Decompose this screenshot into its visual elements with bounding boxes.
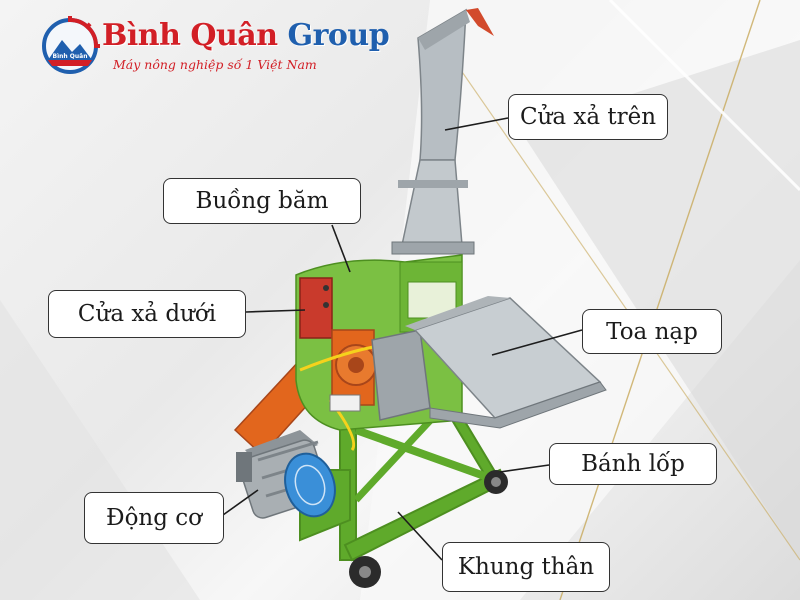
- upper-discharge-chute: [391, 8, 494, 255]
- label-feed-tray: Toa nạp: [582, 309, 722, 354]
- label-body-frame: Khung thân: [442, 542, 610, 592]
- label-outlet-top: Cửa xả trên: [508, 94, 668, 140]
- leader-feed-tray: [491, 329, 583, 356]
- brand-name-part2: Group: [287, 18, 390, 53]
- wheels: [349, 470, 508, 588]
- leader-tire-wheel: [499, 464, 550, 473]
- brand-mark-text: Bình Quân: [53, 53, 88, 60]
- brand-name-part1: Bình Quân: [102, 18, 278, 53]
- label-motor: Động cơ: [84, 492, 224, 544]
- label-chopping-chamber: Buồng băm: [163, 178, 361, 224]
- feed-tray: [371, 296, 607, 429]
- brand-name: Bình Quân Group: [102, 18, 390, 53]
- brand-logo: Bình Quân Bình Quân Group Máy nông nghiệ…: [40, 16, 390, 78]
- leader-outlet-bottom: [245, 309, 306, 313]
- motor: [236, 430, 336, 519]
- brand-logo-mark: Bình Quân: [42, 16, 100, 74]
- brand-tagline: Máy nông nghiệp số 1 Việt Nam: [113, 57, 317, 72]
- leader-chopping-chamber: [331, 224, 351, 273]
- leader-outlet-top: [444, 117, 509, 131]
- label-tire-wheel: Bánh lốp: [549, 443, 717, 485]
- leader-body-frame: [397, 511, 443, 561]
- leader-motor: [222, 489, 259, 516]
- label-outlet-bottom: Cửa xả dưới: [48, 290, 246, 338]
